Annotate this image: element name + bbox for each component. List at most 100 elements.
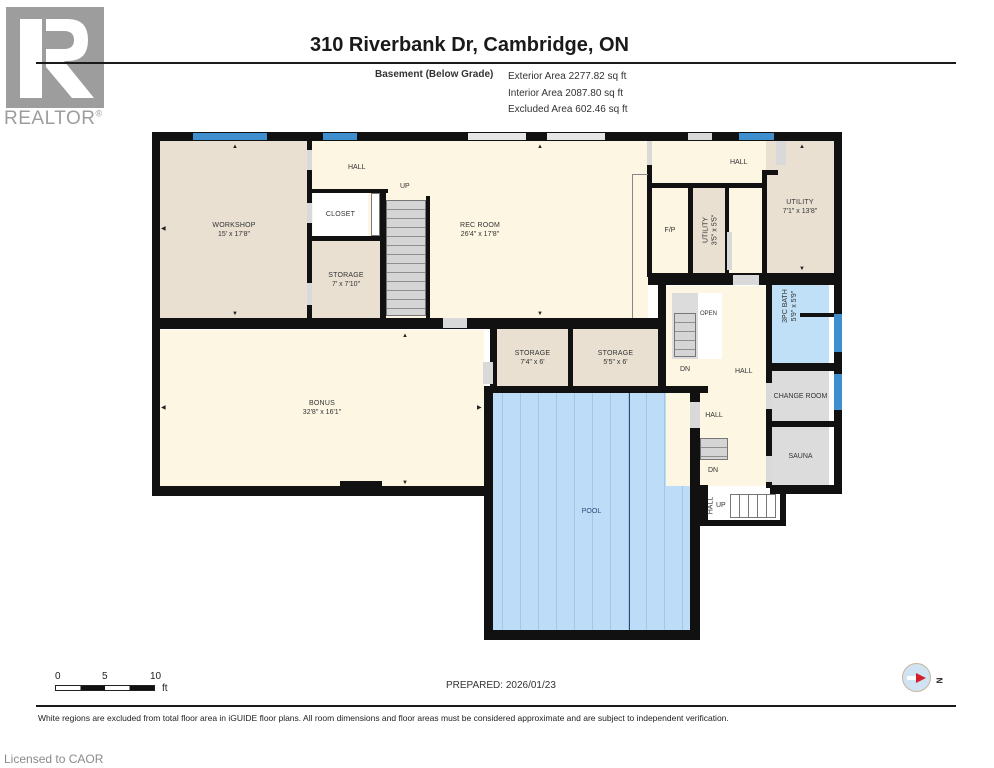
wall-storage-west — [490, 322, 497, 392]
door[interactable] — [307, 283, 312, 305]
room-dims: 26'4" x 17'8" — [460, 230, 500, 238]
dimension-arrow-down: ▼ — [537, 311, 543, 317]
room-sauna: SAUNA — [772, 427, 829, 485]
room-name: POOL — [581, 508, 602, 515]
wall-east — [834, 132, 842, 494]
dimension-arrow-up: ▲ — [232, 144, 238, 150]
wall-utility-large-nw — [762, 170, 778, 175]
room-dims: 7'1" x 13'8" — [782, 208, 818, 215]
dimension-arrow-left: ◀ — [161, 405, 166, 411]
level-label: Basement (Below Grade) — [375, 69, 494, 80]
wall-fp-utility — [688, 187, 693, 275]
wall-closet-south — [308, 236, 384, 241]
room-hall-ne-lower — [728, 187, 764, 273]
window — [323, 133, 357, 140]
exterior-area: Exterior Area 2277.82 sq ft — [508, 71, 627, 82]
room-change-room: CHANGE ROOM — [772, 371, 829, 421]
wall-pool-south — [484, 630, 700, 640]
door[interactable] — [690, 402, 700, 428]
room-closet: CLOSET — [313, 193, 368, 236]
room-name: BONUS — [309, 400, 335, 407]
door[interactable] — [443, 318, 467, 328]
wall-bath-partition — [800, 313, 834, 317]
dimension-arrow-down: ▼ — [799, 266, 805, 272]
room-dims: 32'8" x 16'1" — [302, 409, 342, 416]
room-name: HALL — [705, 411, 723, 419]
scale-tick: 5 — [102, 671, 108, 682]
property-title: 310 Riverbank Dr, Cambridge, ON — [310, 34, 630, 56]
wall-change-south — [770, 421, 838, 427]
compass-needle — [916, 673, 926, 683]
excluded-area: Excluded Area 602.46 sq ft — [508, 104, 628, 115]
wall-stair-east — [426, 196, 430, 318]
room-name: UTILITY — [702, 216, 710, 244]
room-storage-1: STORAGE 7' x 7'10" — [312, 241, 380, 318]
wall-bonus-pilaster — [340, 481, 382, 491]
rotated-label: UTILITY 3'5" x 5'5" — [701, 215, 719, 246]
room-dims: 7'4" x 6' — [520, 359, 545, 366]
room-pool: POOL — [493, 393, 690, 630]
door[interactable] — [647, 141, 652, 165]
door[interactable] — [307, 203, 312, 223]
door[interactable] — [733, 275, 759, 285]
wall-storage-mid — [568, 329, 573, 387]
realtor-wordmark: REALTOR® — [4, 108, 103, 129]
door[interactable] — [483, 362, 493, 384]
wall-rec-east — [647, 141, 652, 277]
wall-mid — [152, 318, 662, 329]
stairs-up-bottom-label: UP — [716, 502, 726, 509]
window — [739, 133, 774, 140]
door[interactable] — [727, 232, 732, 270]
rec-room-ledge-line — [632, 174, 633, 318]
door[interactable] — [766, 383, 772, 409]
door[interactable] — [688, 133, 712, 140]
hall-nw-label: HALL — [348, 164, 366, 171]
dimension-arrow-left: ◀ — [161, 226, 166, 232]
room-name: STORAGE — [514, 350, 551, 357]
compass-tail — [907, 676, 917, 680]
realtor-logo — [6, 7, 104, 108]
open-staircase — [674, 313, 696, 357]
small-staircase — [700, 438, 728, 460]
wall-south-bonus — [152, 486, 492, 496]
window — [834, 374, 842, 410]
north-compass-icon — [902, 663, 931, 692]
stairs-dn-label: DN — [680, 366, 691, 373]
wall-utility-large-west — [762, 170, 767, 277]
room-dims: 5'5" x 6' — [603, 359, 628, 366]
wall-sauna-south — [770, 485, 842, 494]
room-dims: 15' x 17'8" — [217, 230, 250, 238]
header-divider — [36, 62, 956, 64]
door[interactable] — [307, 150, 312, 170]
hall-bottom-label: HALL — [707, 496, 715, 515]
wall-utility-small-east — [725, 183, 729, 275]
room-utility-small: UTILITY 3'5" x 5'5" — [693, 187, 728, 273]
room-name: SAUNA — [788, 452, 813, 460]
dimension-arrow-up: ▲ — [537, 144, 543, 150]
scale-tick: 10 — [150, 671, 162, 682]
prepared-date: PREPARED: 2026/01/23 — [446, 680, 556, 691]
interior-area: Interior Area 2087.80 sq ft — [508, 87, 624, 99]
area-summary: Exterior Area 2277.82 sq ft Interior Are… — [508, 69, 628, 119]
realtor-r-logo-icon — [6, 7, 104, 108]
open-label: OPEN — [700, 311, 718, 317]
scale-unit: ft — [162, 683, 168, 694]
stairs-up-label: UP — [400, 183, 410, 190]
wall-stair-west — [380, 189, 386, 318]
door[interactable] — [766, 456, 772, 482]
dimension-arrow-down: ▼ — [232, 311, 238, 317]
wall-hall-ne-south — [648, 183, 764, 188]
room-name: STORAGE — [597, 350, 634, 357]
sliding-door[interactable] — [547, 133, 605, 140]
closet-bifold-door[interactable] — [371, 193, 380, 236]
pool-divider-line — [629, 393, 630, 630]
sliding-door[interactable] — [468, 133, 526, 140]
scale-tick: 0 — [55, 671, 61, 682]
door[interactable] — [776, 141, 786, 165]
room-name: STORAGE — [328, 271, 364, 279]
wall-pool-north — [484, 386, 708, 393]
room-name: WORKSHOP — [212, 221, 256, 229]
wall-hall-bottom-west — [700, 485, 708, 525]
bottom-staircase — [730, 494, 776, 518]
